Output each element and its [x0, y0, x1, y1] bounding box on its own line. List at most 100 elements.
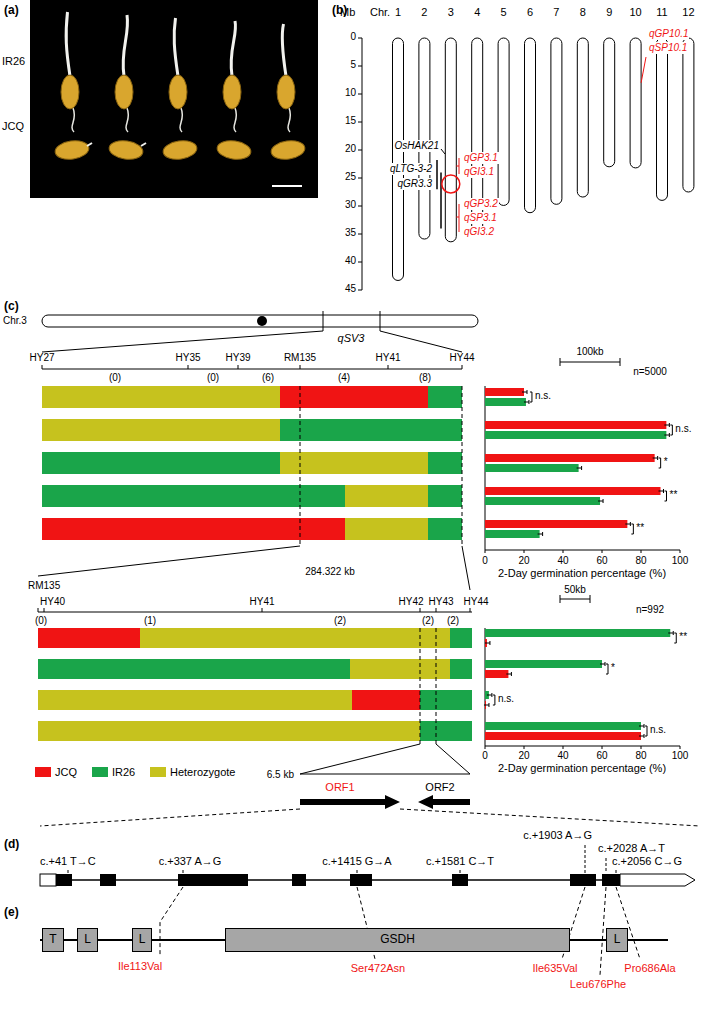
error-bar — [644, 724, 645, 728]
significance-bracket — [659, 458, 661, 459]
error-bar — [577, 468, 582, 469]
chromosome — [604, 38, 615, 167]
significance-mark: ** — [670, 489, 678, 501]
genotype-segment — [280, 386, 428, 408]
axis-tick-label: 45 — [345, 283, 356, 295]
germination-bar — [485, 629, 670, 637]
significance-bracket — [666, 491, 667, 501]
genotype-segment — [420, 690, 472, 710]
marker-tick — [188, 365, 189, 369]
mutation-label: c.+1581 C→T — [426, 855, 494, 868]
utr-box — [620, 874, 695, 886]
germination-bar — [485, 497, 600, 505]
axis-tick — [358, 178, 362, 179]
genotype-segment — [428, 518, 462, 540]
axis-tick — [602, 746, 603, 749]
axis-tick — [358, 66, 362, 67]
error-bar — [664, 435, 669, 436]
error-bar — [489, 641, 490, 645]
significance-mark: * — [611, 662, 615, 674]
marker-tick — [262, 608, 263, 612]
error-bar — [664, 425, 669, 426]
zoom-line — [462, 546, 470, 590]
germination-bar — [485, 732, 641, 740]
rice-seed — [54, 139, 90, 162]
axis-tick-label: 60 — [596, 555, 607, 567]
legend-text: Heterozygote — [170, 766, 235, 778]
axis-tick-label: 25 — [345, 171, 356, 183]
error-bar — [639, 726, 644, 727]
genotype-segment — [38, 628, 140, 648]
significance-bracket — [676, 633, 677, 643]
chromosome-number: 10 — [629, 6, 641, 19]
chromosome-number: 6 — [527, 6, 533, 19]
axis-tick — [680, 550, 681, 553]
significance-bracket — [608, 664, 609, 674]
legend-item: IR26 — [92, 766, 135, 778]
rice-seed — [61, 75, 79, 109]
mutation-leader — [183, 870, 184, 873]
rice-seed — [216, 139, 252, 162]
axis-line — [485, 550, 680, 551]
significance-bracket — [665, 501, 667, 502]
significance-bracket — [647, 726, 648, 736]
marker-tick — [38, 608, 39, 612]
qtl-name: qSP10.1 — [648, 42, 688, 54]
significance-bracket — [659, 468, 661, 469]
recombinant-count: (2) — [334, 615, 346, 627]
amino-acid-change: Ser472Asn — [351, 962, 405, 975]
mutation-label: c.+1903 A→G — [523, 829, 592, 842]
qtl-interval — [440, 172, 442, 228]
chromosome-number: 9 — [606, 6, 612, 19]
chromosome — [683, 38, 694, 192]
genotype-segment — [345, 518, 428, 540]
axis-tick — [485, 746, 486, 749]
significance-bracket — [606, 664, 608, 665]
legend-swatch — [92, 767, 108, 777]
qtl-name: qGR3.3 — [397, 178, 433, 190]
germination-bar — [485, 464, 579, 472]
seedling-shoot — [141, 143, 146, 146]
genotype-segment — [345, 485, 428, 507]
axis-tick — [358, 262, 362, 263]
line-name: IR26 — [2, 55, 25, 68]
significance-bracket — [670, 435, 672, 436]
axis-tick-label: 80 — [635, 750, 646, 762]
chromosome-number: 8 — [580, 6, 586, 19]
orf-arrow — [418, 795, 470, 809]
protein-domain: L — [132, 928, 152, 952]
marker-tick — [436, 608, 437, 612]
axis-line — [362, 38, 363, 290]
mutation-leader — [357, 870, 358, 873]
seedling-root — [180, 108, 182, 132]
domain-name: L — [614, 933, 621, 946]
leader-line — [459, 204, 460, 232]
germination-bar — [485, 520, 627, 528]
mutation-leader — [616, 870, 617, 873]
significance-mark: n.s. — [650, 724, 666, 736]
axis-tick-label: 20 — [518, 750, 529, 762]
recombinant-count: (4) — [338, 372, 350, 384]
significance-bracket — [531, 392, 532, 402]
rice-seed — [162, 139, 198, 162]
rice-seed — [115, 75, 133, 109]
significance-bracket — [493, 705, 495, 706]
zoom-line — [40, 809, 300, 826]
exon-box — [570, 874, 596, 886]
axis-tick-label: 10 — [345, 87, 356, 99]
recombinant-count: (8) — [419, 372, 431, 384]
qtl-name: qSP3.1 — [463, 212, 498, 224]
marker-name: HY43 — [428, 596, 453, 608]
qtl-name: qGI3.2 — [463, 226, 495, 238]
marker-name: HY41 — [375, 352, 400, 364]
chromosome-number: 1 — [395, 6, 401, 19]
scale-bar — [560, 595, 561, 603]
exon-box — [292, 874, 306, 886]
error-bar — [605, 662, 606, 666]
error-bar — [542, 532, 543, 536]
axis-tick-label: 80 — [635, 555, 646, 567]
recombinant-count: (0) — [207, 372, 219, 384]
seedling-shoot — [123, 15, 128, 76]
significance-mark: n.s. — [675, 423, 691, 435]
chromosome — [630, 38, 641, 168]
